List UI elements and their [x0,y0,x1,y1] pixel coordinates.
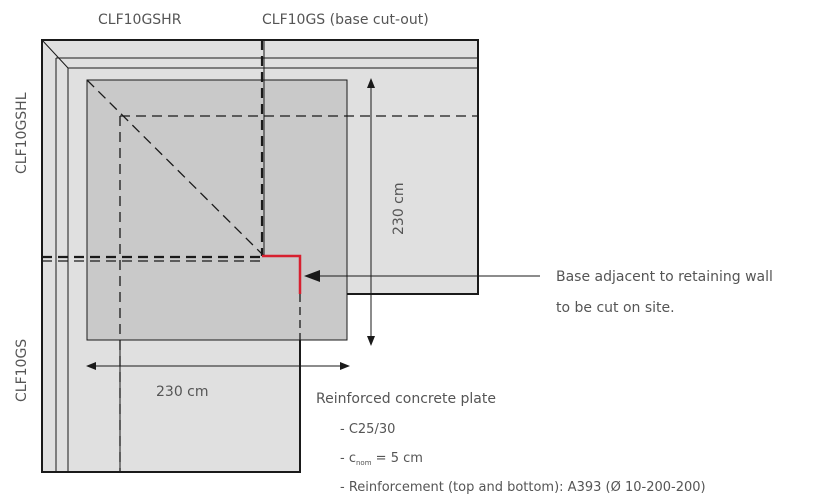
plate-spec-cover-prefix: - c [340,451,356,466]
plate-spec-concrete: - C25/30 [340,422,395,437]
dashed-line [86,79,265,257]
callout-line-1: Base adjacent to retaining wall [556,269,773,285]
callout-arrow-icon [304,270,320,282]
plate-spec-reinforcement: - Reinforcement (top and bottom): A393 (… [340,480,706,495]
plate-title: Reinforced concrete plate [316,391,496,407]
label-clf10gs-base-cutout: CLF10GS (base cut-out) [262,12,429,28]
callout-line-2: to be cut on site. [556,300,675,316]
label-clf10gshr: CLF10GSHR [98,12,182,28]
horizontal-dimension-arrow-right [340,362,350,370]
cut-line [262,254,302,294]
horizontal-dimension-label: 230 cm [156,384,209,400]
label-clf10gshl: CLF10GSHL [14,92,30,174]
plate-spec-cover-value: = 5 cm [372,451,423,466]
plate-spec-cover-subscript: nom [356,459,372,467]
vertical-dimension-arrow-top [367,78,375,88]
label-clf10gs: CLF10GS [14,339,30,402]
horizontal-dimension-arrow-left [86,362,96,370]
vertical-dimension-label: 230 cm [391,182,407,235]
plate-spec-cover: - cnom = 5 cm [340,451,423,467]
vertical-dimension-arrow-bottom [367,336,375,346]
corner-miter-line [41,39,69,69]
